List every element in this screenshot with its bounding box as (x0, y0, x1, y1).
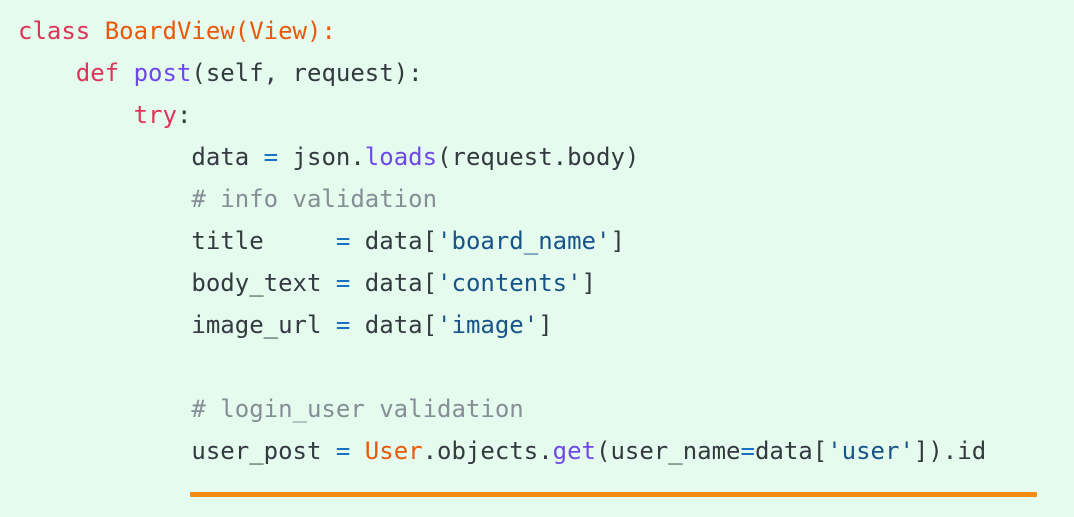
code-token-plain (18, 185, 191, 213)
code-line: class BoardView(View): (18, 10, 1074, 52)
code-token-function: post (133, 59, 192, 87)
code-token-plain: data (18, 143, 264, 171)
code-token-plain: data[ (350, 227, 438, 255)
code-token-function: get (552, 437, 596, 465)
code-line (18, 346, 1074, 388)
code-line: # login_user validation (18, 388, 1074, 430)
code-token-operator: = (335, 437, 351, 465)
code-token-classname: BoardView(View): (104, 17, 336, 45)
code-token-string: 'image' (437, 311, 539, 339)
code-line: # info validation (18, 178, 1074, 220)
code-token-operator: = (335, 227, 351, 255)
code-token-plain: (request.body) (437, 143, 640, 171)
code-token-plain: title (18, 227, 336, 255)
code-token-plain (18, 101, 134, 129)
code-token-plain: (user_name (596, 437, 741, 465)
code-token-plain: data[ (350, 269, 438, 297)
code-token-plain (119, 59, 133, 87)
code-token-operator: = (335, 311, 351, 339)
code-line: def post(self, request): (18, 52, 1074, 94)
code-token-comment: # login_user validation (191, 395, 524, 423)
code-token-plain (18, 59, 76, 87)
code-token-plain: ] (538, 311, 553, 339)
code-token-plain: (self, request): (191, 59, 423, 87)
code-line: data = json.loads(request.body) (18, 136, 1074, 178)
code-token-plain: user_post (18, 437, 336, 465)
code-token-plain: ]).id (913, 437, 987, 465)
code-token-string: 'user' (827, 437, 914, 465)
code-line: title = data['board_name'] (18, 220, 1074, 262)
code-token-keyword: class (18, 17, 91, 45)
code-token-plain: ] (581, 269, 596, 297)
code-token-plain (90, 17, 104, 45)
code-token-plain: data[ (754, 437, 828, 465)
code-token-operator: = (335, 269, 351, 297)
code-token-plain: json. (278, 143, 365, 171)
code-token-keyword: def (75, 59, 120, 87)
code-line: image_url = data['image'] (18, 304, 1074, 346)
code-token-plain: data[ (350, 311, 438, 339)
code-token-plain: ] (610, 227, 625, 255)
code-token-comment: # info validation (191, 185, 438, 213)
code-token-plain: body_text (18, 269, 336, 297)
code-token-operator: = (740, 437, 755, 465)
code-token-keyword: try (133, 101, 177, 129)
code-token-function: loads (364, 143, 438, 171)
code-token-plain: image_url (18, 311, 336, 339)
code-line: body_text = data['contents'] (18, 262, 1074, 304)
code-token-plain (18, 395, 191, 423)
code-token-operator: = (263, 143, 279, 171)
code-token-plain: : (176, 101, 192, 129)
code-token-string: 'board_name' (437, 227, 611, 255)
code-token-classname: User (364, 437, 423, 465)
code-token-plain (350, 437, 364, 465)
code-line: try: (18, 94, 1074, 136)
divider-bar (190, 492, 1037, 497)
code-token-plain: .objects. (422, 437, 553, 465)
code-token-string: 'contents' (437, 269, 582, 297)
code-line: user_post = User.objects.get(user_name=d… (18, 430, 1074, 472)
